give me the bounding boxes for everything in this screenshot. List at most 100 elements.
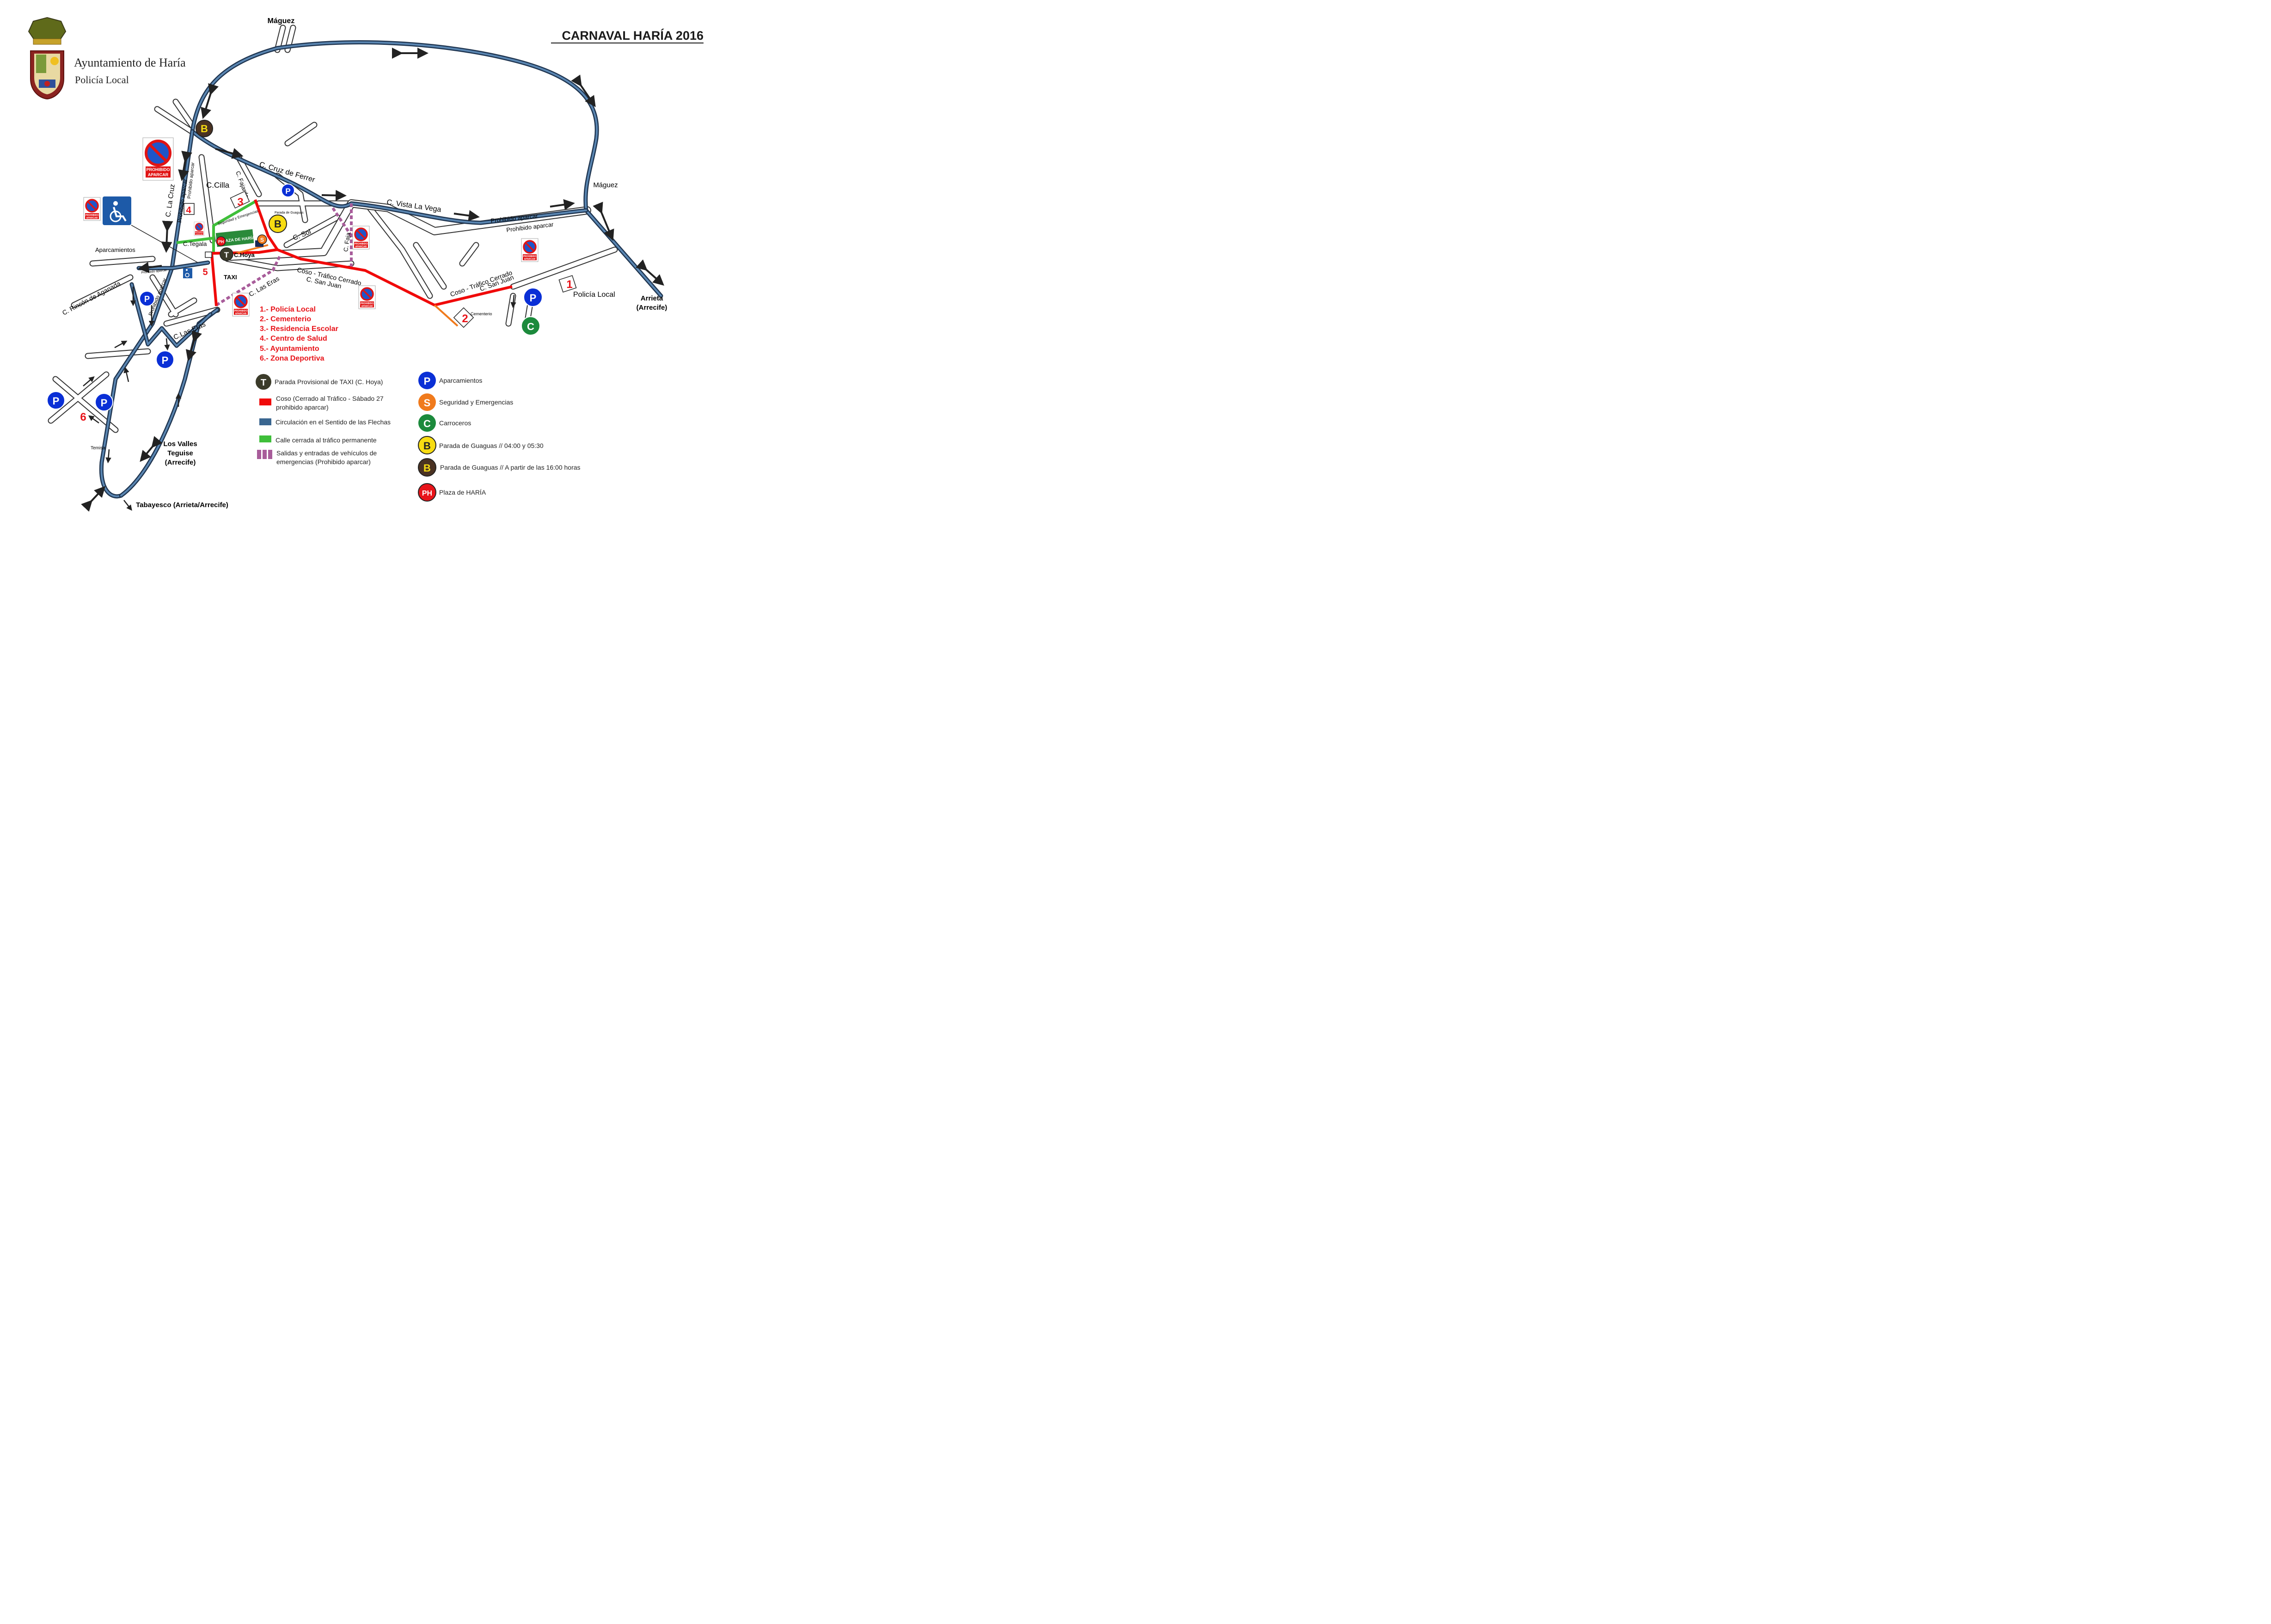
- sign-line1: PROHIBIDO: [195, 232, 203, 233]
- svg-text:B: B: [423, 440, 431, 452]
- prohibido-aparcar-sign-left: PROHIBIDO APARCAR: [83, 196, 101, 221]
- svg-text:P: P: [424, 375, 431, 387]
- sign-line2: APARCAR: [361, 305, 373, 308]
- legend-carroceros: C Carroceros: [418, 414, 471, 432]
- places-list-item: 2.- Cementerio: [260, 315, 311, 323]
- prohibido-aparcar-sign-faja: PROHIBIDO APARCAR: [352, 225, 370, 250]
- ayuntamiento-building: [205, 251, 212, 258]
- legend-taxi: T Parada Provisional de TAXI (C. Hoya): [256, 374, 383, 390]
- place-number-3: 3: [237, 196, 243, 208]
- sign-line1: PROHIBIDO: [355, 243, 367, 245]
- prohibido-aparcar-sign-tegala: PROHIBIDO APARCAR: [193, 221, 205, 237]
- place-number-6: 6: [80, 411, 86, 423]
- sign-line1: PROHIBIDO: [361, 302, 373, 305]
- svg-text:P: P: [530, 292, 537, 304]
- legend-bus-day-label: Parada de Guaguas // 04:00 y 05:30: [439, 442, 544, 449]
- svg-text:B: B: [423, 462, 431, 474]
- svg-text:P: P: [53, 395, 60, 407]
- sign-line1: PROHIBIDO: [146, 167, 170, 172]
- street-la-cruz: C. La Cruz: [164, 184, 177, 217]
- legend-bus-evening: B Parada de Guaguas // A partir de las 1…: [418, 458, 581, 477]
- coat-of-arms-emblem: [28, 17, 67, 100]
- legend-circulation-label: Circulación en el Sentido de las Flechas: [275, 418, 391, 426]
- destination-maguez-top: Máguez: [268, 17, 295, 25]
- carnival-traffic-map: Ayuntamiento de Haría Policía Local CARN…: [28, 17, 704, 512]
- legend-bus-evening-label: Parada de Guaguas // A partir de las 16:…: [440, 464, 581, 471]
- legend-emergency-line2: emergencias (Prohibido aparcar): [276, 458, 371, 466]
- sign-line1: PROHIBIDO: [523, 255, 536, 258]
- legend-parking: P Aparcamientos: [418, 372, 482, 389]
- map-page: Ayuntamiento de Haría Policía Local CARN…: [0, 0, 720, 515]
- svg-text:C: C: [423, 418, 431, 429]
- sign-line2: APARCAR: [86, 217, 98, 220]
- bus-stop-evening-marker-north: B: [196, 120, 213, 137]
- svg-text:B: B: [274, 218, 282, 230]
- svg-text:T: T: [261, 378, 266, 388]
- prohibido-aparcar-sign-san-juan: PROHIBIDO APARCAR: [520, 238, 539, 263]
- street-cilla: C.Cilla: [206, 181, 230, 190]
- coso-route: [210, 199, 513, 306]
- sign-line2: APARCAR: [524, 258, 536, 261]
- label-aparcamientos: Aparcamientos: [95, 246, 135, 253]
- carroceros-marker: C: [521, 316, 540, 336]
- legend-coso-line2: prohibido aparcar): [276, 404, 329, 411]
- taxi-marker: T: [220, 247, 233, 261]
- place-number-boxes: [184, 190, 577, 328]
- destination-tabayesco: Tabayesco (Arrieta/Arrecife): [136, 501, 228, 509]
- parking-marker-sport-left: P: [47, 391, 65, 410]
- legend-plaza: PH Plaza de HARÍA: [418, 483, 486, 502]
- places-list-item: 1.- Policía Local: [260, 306, 316, 313]
- place-number-5: 5: [202, 267, 208, 277]
- destination-los-valles-line3: (Arrecife): [165, 459, 196, 466]
- accessible-parking-small: [183, 268, 192, 278]
- svg-text:S: S: [424, 397, 431, 409]
- label-cementerio: Cementerio: [471, 312, 492, 316]
- svg-text:PH: PH: [422, 490, 432, 497]
- small-arrows: [83, 287, 516, 511]
- places-list-item: 5.- Ayuntamiento: [260, 345, 319, 353]
- legend-emergency: Salidas y entradas de vehículos de emerg…: [257, 449, 377, 466]
- svg-text:S: S: [260, 237, 264, 243]
- direction-arrows: [81, 48, 664, 512]
- destination-arrieta-line1: Arrieta: [641, 294, 663, 302]
- parking-marker-rincon: P: [139, 291, 155, 306]
- label-temisa: Temisa: [91, 446, 105, 451]
- legend-bus-day: B Parada de Guaguas // 04:00 y 05:30: [418, 436, 544, 454]
- parking-marker-san-juan: P: [523, 288, 543, 307]
- legend-circulation: Circulación en el Sentido de las Flechas: [259, 418, 391, 426]
- legend-security: S Seguridad y Emergencias: [418, 393, 513, 411]
- svg-text:P: P: [144, 294, 150, 304]
- parking-marker-sport-right: P: [95, 393, 113, 411]
- parking-marker-cruz-ferrer: P: [281, 184, 295, 197]
- prohibido-aparcar-sign-las-eras: PROHIBIDO APARCAR: [232, 292, 250, 317]
- street-las-eras: C. Las Eras: [248, 275, 281, 298]
- svg-text:P: P: [101, 397, 108, 409]
- destination-los-valles-line2: Teguise: [167, 449, 193, 457]
- places-list: 1.- Policía Local 2.- Cementerio 3.- Res…: [260, 306, 338, 362]
- destination-arrieta-line2: (Arrecife): [637, 304, 667, 312]
- legend-coso: Coso (Cerrado al Tráfico - Sábado 27 pro…: [259, 395, 384, 411]
- street-la-cruz-prohibido: Prohibido aparcar: [176, 179, 189, 223]
- prohibido-aparcar-sign-coso: PROHIBIDO APARCAR: [358, 285, 376, 310]
- institution-name: Ayuntamiento de Haría: [74, 56, 186, 69]
- svg-text:P: P: [285, 187, 290, 196]
- places-list-item: 4.- Centro de Salud: [260, 335, 327, 343]
- label-taxi: TAXI: [224, 274, 237, 281]
- sign-line2: APARCAR: [235, 313, 247, 315]
- legend-closed-label: Calle cerrada al tráfico permanente: [275, 436, 377, 444]
- street-rincon-de-aganada: C. Rincón de Aganada: [61, 280, 122, 317]
- legend-carroceros-label: Carroceros: [439, 419, 471, 427]
- svg-text:B: B: [201, 123, 208, 135]
- svg-text:T: T: [224, 251, 229, 259]
- closed-streets: [176, 200, 256, 253]
- street-tegala: C.Tegala: [183, 240, 207, 247]
- plaza-de-haria-sign: PLAZA DE HARÍA: [215, 229, 255, 247]
- sign-line1: PROHIBIDO: [234, 310, 247, 313]
- label-policia-local: Policía Local: [573, 291, 615, 299]
- legend: T Parada Provisional de TAXI (C. Hoya) C…: [256, 372, 581, 502]
- place-number-4: 4: [186, 205, 191, 215]
- department-name: Policía Local: [75, 74, 129, 86]
- places-list-item: 6.- Zona Deportiva: [260, 355, 324, 362]
- svg-text:P: P: [162, 355, 169, 366]
- legend-security-label: Seguridad y Emergencias: [439, 398, 513, 406]
